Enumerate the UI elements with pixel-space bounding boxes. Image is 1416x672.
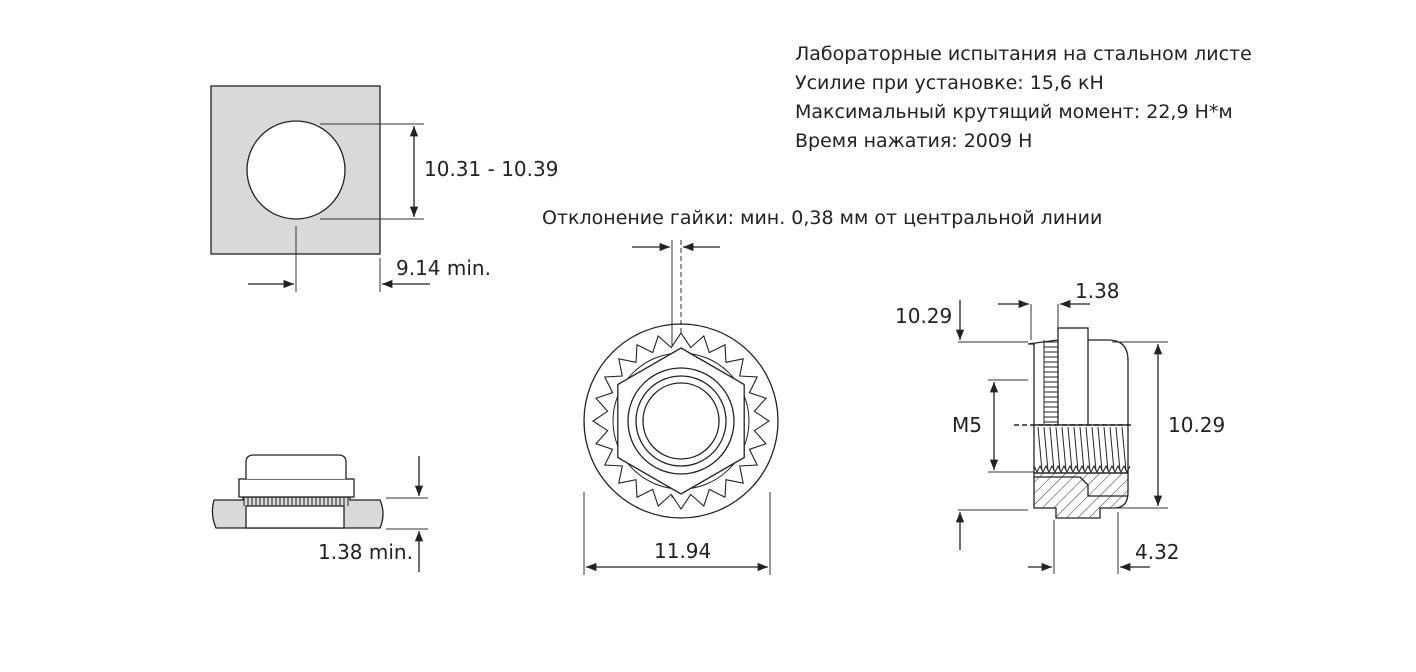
thread-inner-circle bbox=[642, 382, 720, 460]
panel-hole-view: 10.31 - 10.39 9.14 min. bbox=[210, 85, 558, 292]
thread-line bbox=[1097, 426, 1103, 472]
top-view: 11.94 bbox=[583, 240, 779, 575]
thread-line bbox=[1079, 426, 1085, 472]
thread-outer-circle bbox=[635, 375, 727, 467]
thread-size-label: M5 bbox=[952, 413, 982, 437]
top-height-label: 10.29 bbox=[895, 304, 952, 328]
flange-diameter-label: 11.94 bbox=[654, 539, 711, 563]
installed-side-view: 1.38 min. bbox=[211, 454, 428, 572]
thread-line bbox=[1109, 426, 1115, 472]
hex-inner-circle bbox=[627, 367, 735, 475]
thread-line bbox=[1115, 426, 1121, 472]
overall-height-label: 10.29 bbox=[1168, 413, 1225, 437]
hatched-section bbox=[1033, 472, 1129, 519]
test-note-line-3: Максимальный крутящий момент: 22,9 Н*м bbox=[795, 101, 1233, 123]
thread-line bbox=[1091, 426, 1097, 472]
nut-flange bbox=[238, 478, 355, 498]
nut-collar bbox=[1057, 327, 1089, 426]
knurl-width-label: 1.38 bbox=[1075, 279, 1120, 303]
sheet-thickness-label: 1.38 min. bbox=[318, 540, 413, 564]
thread-line bbox=[1067, 426, 1073, 472]
thread-line bbox=[1121, 426, 1127, 472]
hole-diameter-label: 10.31 - 10.39 bbox=[424, 157, 558, 181]
flange-outer-circle bbox=[583, 323, 779, 519]
section-view: 10.29 1.38 M5 10.29 4.32 bbox=[895, 279, 1225, 574]
thread-line bbox=[1103, 426, 1109, 472]
thread-line bbox=[1055, 426, 1061, 472]
test-note-line-2: Усилие при установке: 15,6 кН bbox=[795, 72, 1104, 94]
nut-shank bbox=[245, 505, 345, 529]
thread-line bbox=[1049, 426, 1055, 472]
thread-line bbox=[1061, 426, 1067, 472]
side-knurl bbox=[1043, 340, 1058, 425]
hex-head bbox=[617, 347, 745, 495]
knurl-teeth bbox=[243, 497, 349, 506]
nut-head bbox=[245, 454, 347, 479]
test-notes: Лабораторные испытания на стальном листе… bbox=[795, 43, 1252, 152]
thread-line bbox=[1073, 426, 1079, 472]
thread-line bbox=[1085, 426, 1091, 472]
test-note-line-1: Лабораторные испытания на стальном листе bbox=[795, 43, 1252, 65]
thread-line bbox=[1037, 426, 1043, 472]
offset-note: Отклонение гайки: мин. 0,38 мм от центра… bbox=[542, 207, 1102, 229]
edge-distance-label: 9.14 min. bbox=[396, 256, 491, 280]
test-note-line-4: Время нажатия: 2009 Н bbox=[795, 130, 1032, 152]
thread-lines bbox=[1033, 426, 1131, 474]
thread-line bbox=[1043, 426, 1049, 472]
shank-width-label: 4.32 bbox=[1135, 540, 1180, 564]
mounting-hole bbox=[246, 120, 346, 220]
